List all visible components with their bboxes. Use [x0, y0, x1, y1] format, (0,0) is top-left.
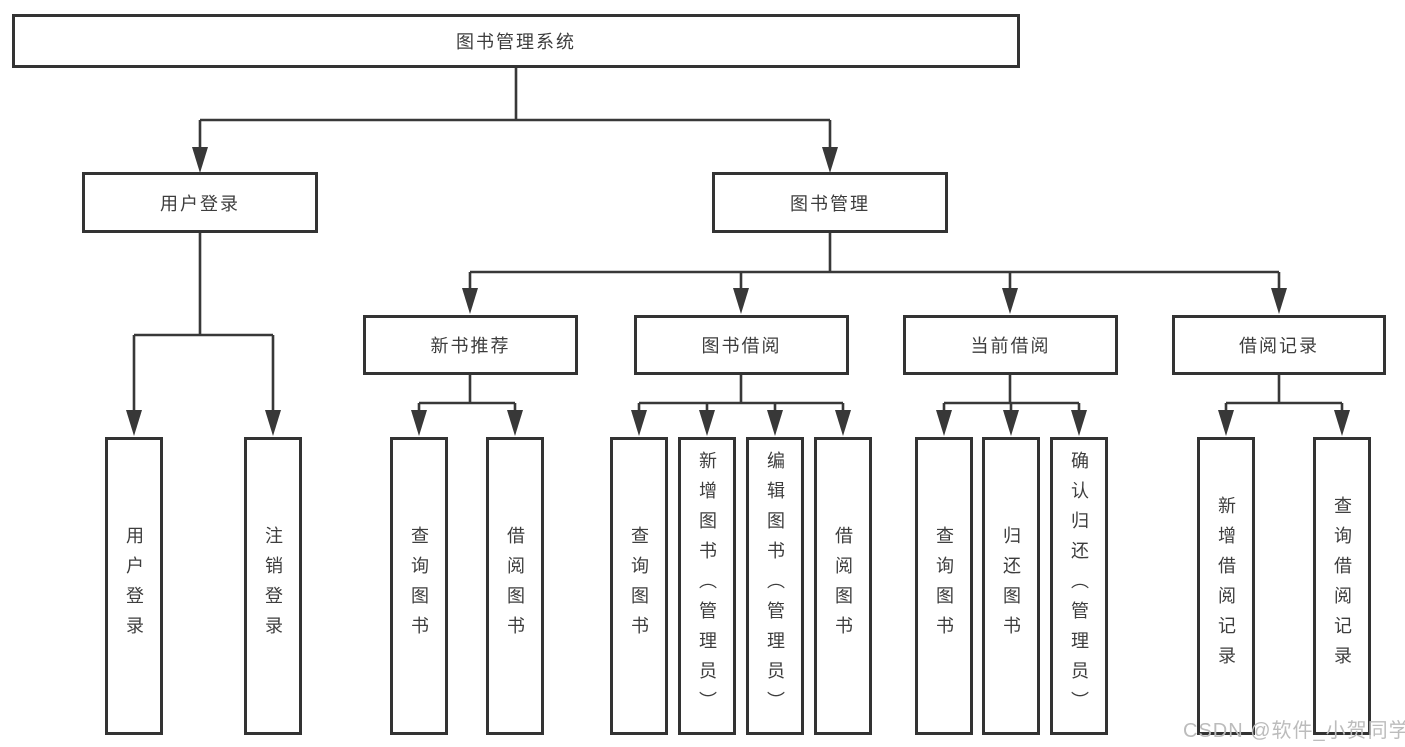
node-book-management-branch: 图书管理: [712, 172, 948, 233]
node-label: 借阅记录: [1239, 336, 1319, 356]
node-label: 用户登录: [160, 193, 240, 214]
leaf-query-books-current: 查询图书: [915, 437, 973, 735]
node-label: 用户登录: [124, 526, 144, 646]
node-current-borrowing: 当前借阅: [903, 315, 1118, 375]
node-label: 借阅图书: [833, 526, 853, 646]
node-borrowing-records: 借阅记录: [1172, 315, 1386, 375]
node-new-book-recommendation: 新书推荐: [363, 315, 578, 375]
node-label: 归还图书: [1001, 526, 1021, 646]
node-label: 查询图书: [629, 526, 649, 646]
node-label: 新增借阅记录: [1216, 496, 1236, 676]
leaf-borrow-books: 借阅图书: [814, 437, 872, 735]
leaf-add-borrow-record: 新增借阅记录: [1197, 437, 1255, 735]
leaf-logout: 注销登录: [244, 437, 302, 735]
leaf-query-borrow-record: 查询借阅记录: [1313, 437, 1371, 735]
node-label: 编辑图书（管理员）: [765, 451, 785, 721]
node-label: 查询图书: [409, 526, 429, 646]
csdn-watermark: CSDN @软件_小贺同学: [1183, 720, 1405, 742]
leaf-borrow-books-recommend: 借阅图书: [486, 437, 544, 735]
leaf-user-login: 用户登录: [105, 437, 163, 735]
node-label: 当前借阅: [970, 336, 1051, 356]
node-user-login-branch: 用户登录: [82, 172, 318, 233]
node-label: 图书管理系统: [456, 32, 576, 52]
node-label: 新增图书（管理员）: [697, 451, 717, 721]
node-label: 图书借阅: [701, 336, 782, 356]
leaf-return-books: 归还图书: [982, 437, 1040, 735]
node-label: 新书推荐: [430, 336, 511, 356]
leaf-query-books-borrow: 查询图书: [610, 437, 668, 735]
node-label: 图书管理: [790, 193, 870, 214]
leaf-query-books-recommend: 查询图书: [390, 437, 448, 735]
leaf-add-books-admin: 新增图书（管理员）: [678, 437, 736, 735]
leaf-edit-books-admin: 编辑图书（管理员）: [746, 437, 804, 735]
node-label: 注销登录: [263, 526, 283, 646]
node-book-borrowing: 图书借阅: [634, 315, 849, 375]
node-label: 确认归还（管理员）: [1069, 451, 1089, 721]
node-label: 查询图书: [934, 526, 954, 646]
node-label: 借阅图书: [505, 526, 525, 646]
node-library-management-system: 图书管理系统: [12, 14, 1020, 68]
leaf-confirm-return-admin: 确认归还（管理员）: [1050, 437, 1108, 735]
node-label: 查询借阅记录: [1332, 496, 1352, 676]
